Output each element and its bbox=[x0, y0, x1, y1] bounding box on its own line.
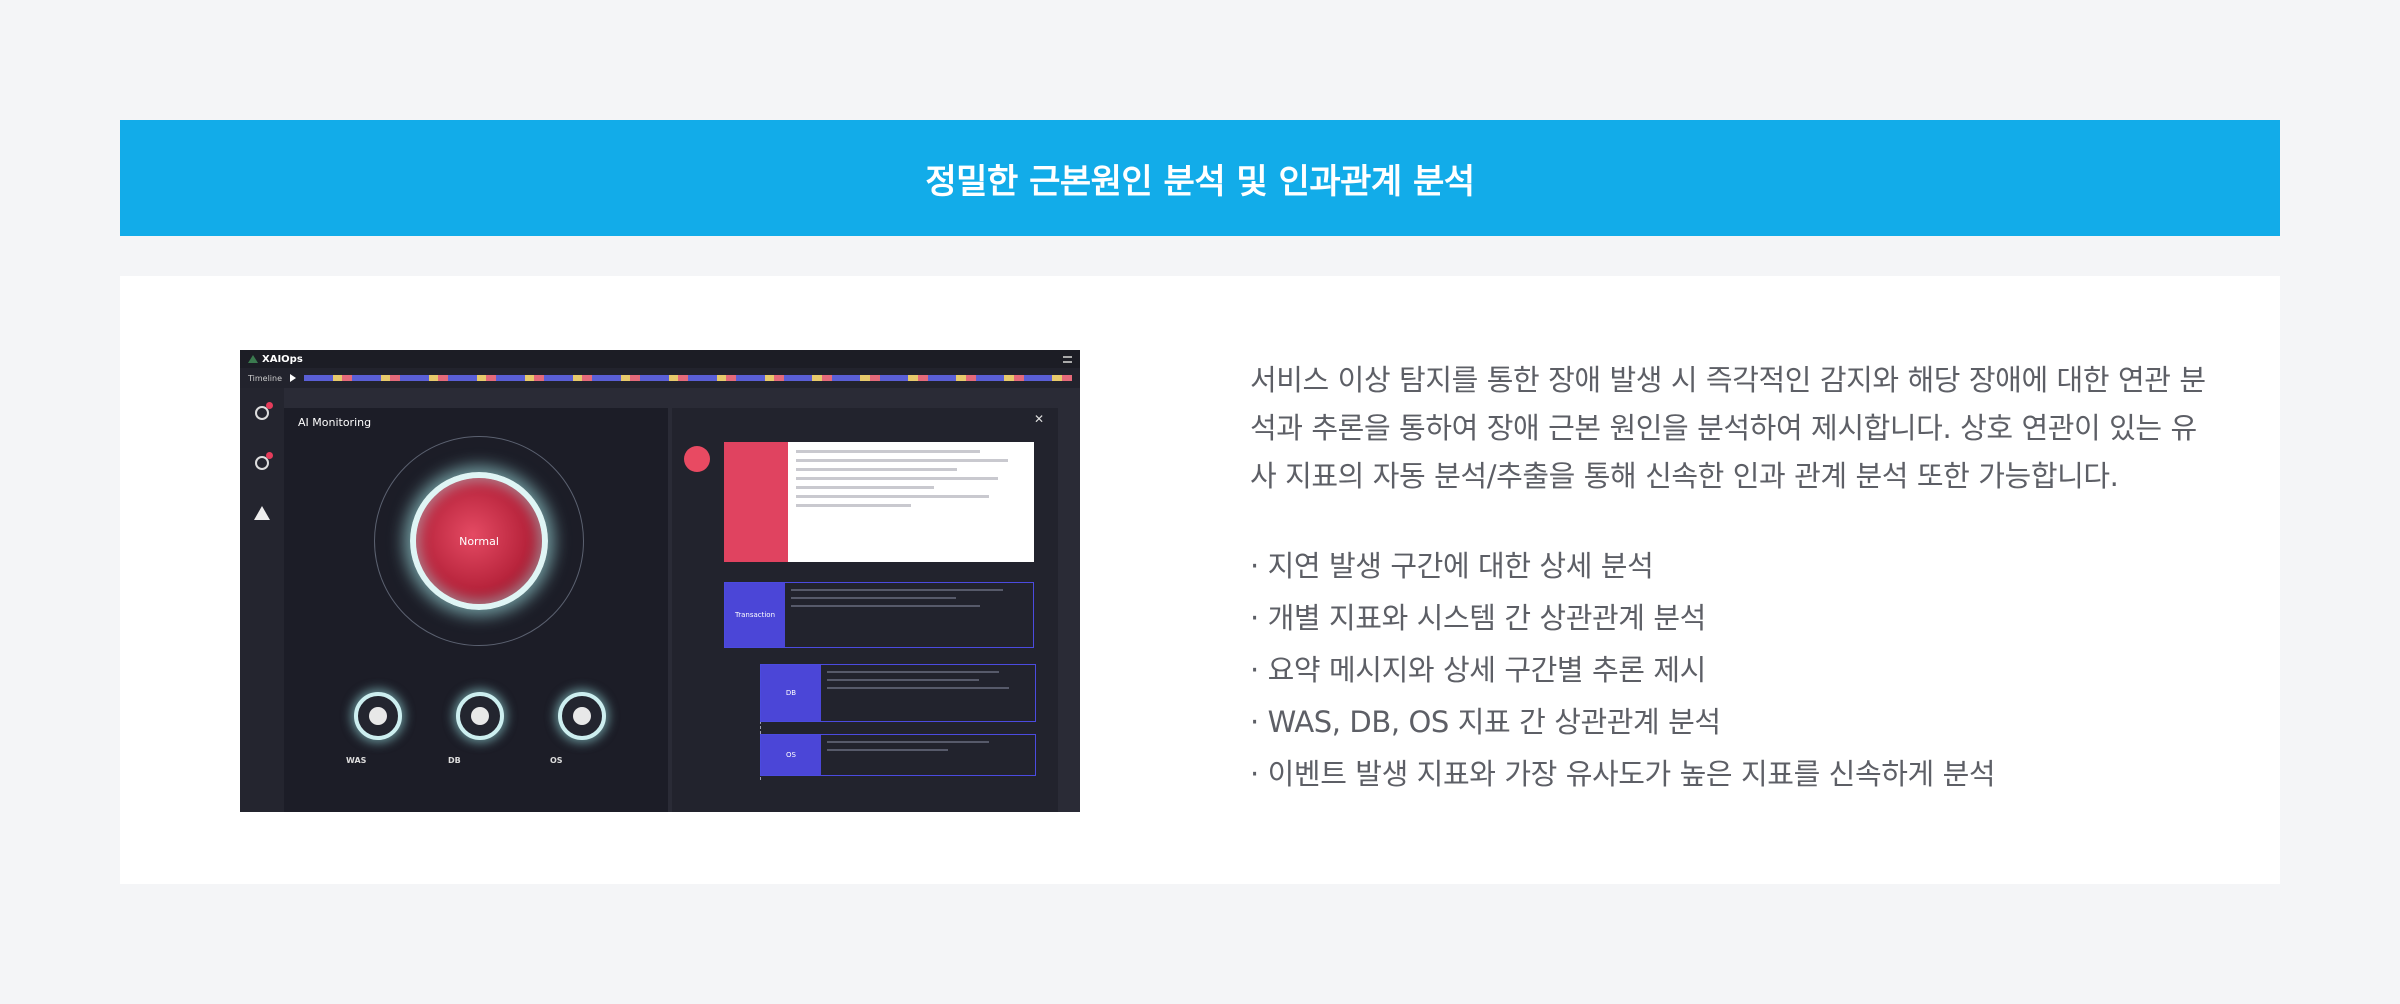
app-logo-icon bbox=[248, 355, 258, 363]
node-label-db: DB bbox=[448, 756, 461, 765]
warning-icon bbox=[254, 506, 270, 520]
nav-item-warning bbox=[240, 488, 284, 538]
os-node-icon bbox=[558, 692, 606, 740]
status-ring-outer bbox=[374, 436, 584, 646]
was-node-icon bbox=[354, 692, 402, 740]
node-label-os: OS bbox=[550, 756, 563, 765]
db-node-icon bbox=[456, 692, 504, 740]
banner-title: 정밀한 근본원인 분석 및 인과관계 분석 bbox=[925, 161, 1475, 202]
user-avatar-icon bbox=[684, 446, 710, 472]
app-titlebar: XAIOps bbox=[240, 350, 1080, 368]
section-banner: 정밀한 근본원인 분석 및 인과관계 분석 bbox=[120, 120, 2280, 236]
product-screenshot: XAIOps Timeline AI Monitoring Normal WAS… bbox=[240, 350, 1080, 812]
timeline-label: Timeline bbox=[248, 373, 283, 383]
panel-title: AI Monitoring bbox=[298, 416, 372, 429]
os-block: OS bbox=[760, 734, 1036, 776]
block-label-db: DB bbox=[785, 689, 797, 697]
content-card: XAIOps Timeline AI Monitoring Normal WAS… bbox=[120, 276, 2280, 884]
db-block: DB bbox=[760, 664, 1036, 722]
menu-icon bbox=[1063, 355, 1072, 363]
app-name: XAIOps bbox=[262, 353, 303, 365]
block-connector bbox=[760, 680, 761, 780]
timeline-bar: Timeline bbox=[240, 368, 1080, 388]
timeline-track bbox=[304, 375, 1072, 381]
block-label-transaction: Transaction bbox=[734, 611, 776, 619]
inference-alert-card bbox=[724, 442, 1034, 562]
alert-icon bbox=[255, 402, 273, 420]
monitoring-pane: AI Monitoring Normal WAS DB OS bbox=[284, 408, 668, 812]
left-nav bbox=[240, 388, 284, 812]
alert-card-side bbox=[724, 442, 788, 562]
block-label-os: OS bbox=[786, 751, 796, 759]
alert-card-body bbox=[788, 442, 1034, 562]
node-label-was: WAS bbox=[346, 756, 367, 765]
close-icon: ✕ bbox=[1034, 412, 1045, 426]
play-icon bbox=[290, 374, 297, 382]
status-ring: Normal bbox=[410, 472, 548, 610]
feature-list: · 지연 발생 구간에 대한 상세 분석 · 개별 지표와 시스템 간 상관관계… bbox=[1250, 540, 1996, 800]
nav-item-alerts bbox=[240, 388, 284, 438]
nav-item-view bbox=[240, 438, 284, 488]
list-item: · 지연 발생 구간에 대한 상세 분석 bbox=[1250, 549, 1654, 583]
status-label: Normal bbox=[459, 534, 499, 548]
list-item: · 이벤트 발생 지표와 가장 유사도가 높은 지표를 신속하게 분석 bbox=[1250, 757, 1996, 791]
list-item: · WAS, DB, OS 지표 간 상관관계 분석 bbox=[1250, 705, 1721, 739]
eye-icon bbox=[255, 452, 273, 470]
description-text: 서비스 이상 탐지를 통한 장애 발생 시 즉각적인 감지와 해당 장애에 대한… bbox=[1250, 363, 2206, 493]
list-item: · 요약 메시지와 상세 구간별 추론 제시 bbox=[1250, 653, 1706, 687]
list-item: · 개별 지표와 시스템 간 상관관계 분석 bbox=[1250, 601, 1706, 635]
transaction-block: Transaction bbox=[724, 582, 1034, 648]
